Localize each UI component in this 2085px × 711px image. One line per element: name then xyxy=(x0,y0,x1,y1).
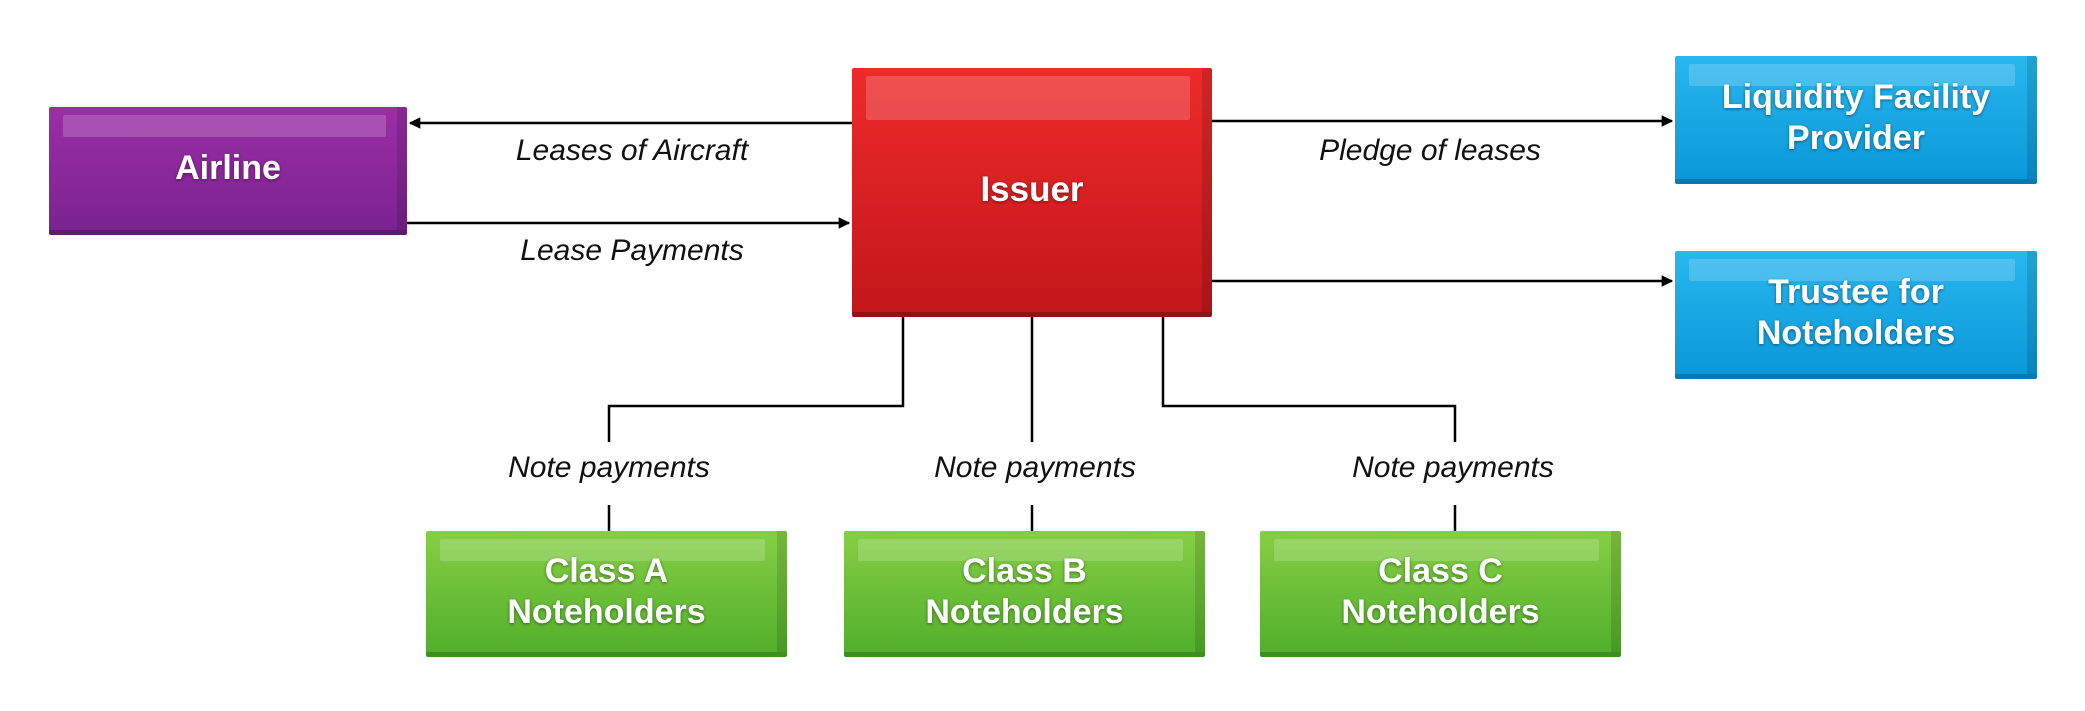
node-airline: Airline xyxy=(49,107,407,235)
node-class-b-noteholders: Class B Noteholders xyxy=(844,531,1205,657)
node-class-a-label: Class A Noteholders xyxy=(507,551,706,631)
edge-note-payments-c xyxy=(1161,317,1457,442)
node-issuer: Issuer xyxy=(852,68,1212,317)
label-pledge-of-leases: Pledge of leases xyxy=(1319,134,1541,167)
node-liquidity-label: Liquidity Facility Provider xyxy=(1721,77,1991,157)
node-trustee-for-noteholders: Trustee for Noteholders xyxy=(1675,251,2037,379)
label-note-payments-b: Note payments xyxy=(934,451,1136,484)
label-note-payments-c: Note payments xyxy=(1352,451,1554,484)
node-airline-label: Airline xyxy=(175,149,281,188)
edge-note-payments-a xyxy=(607,317,905,442)
node-trustee-label: Trustee for Noteholders xyxy=(1756,272,1956,352)
node-class-c-noteholders: Class C Noteholders xyxy=(1260,531,1621,657)
label-leases-of-aircraft: Leases of Aircraft xyxy=(515,134,749,167)
node-class-b-label: Class B Noteholders xyxy=(925,551,1124,631)
label-note-payments-a: Note payments xyxy=(508,451,710,484)
node-class-a-noteholders: Class A Noteholders xyxy=(426,531,787,657)
node-liquidity-facility-provider: Liquidity Facility Provider xyxy=(1675,56,2037,184)
node-issuer-label: Issuer xyxy=(980,170,1084,209)
node-class-c-label: Class C Noteholders xyxy=(1341,551,1540,631)
label-lease-payments: Lease Payments xyxy=(520,234,744,267)
